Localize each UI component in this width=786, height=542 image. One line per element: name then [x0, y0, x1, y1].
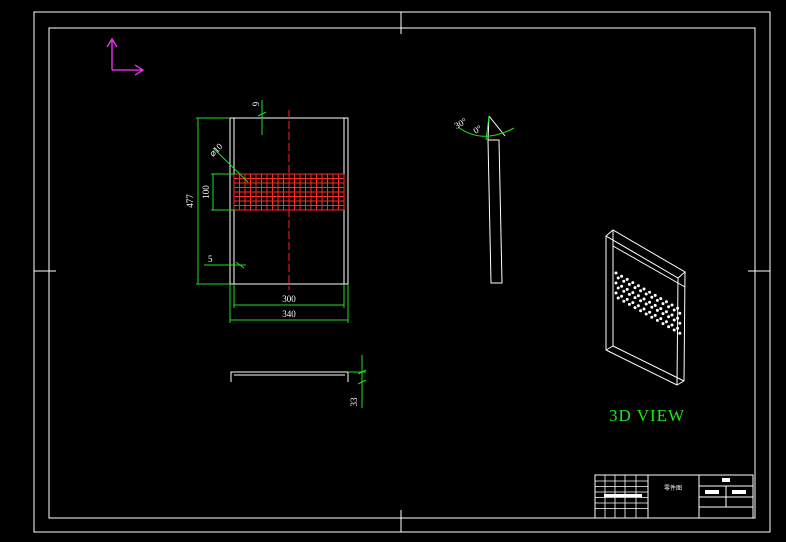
iso-view: 3D VIEW	[605, 229, 686, 425]
dim-angle-a: 30°	[453, 116, 469, 131]
title-block: 零件图	[594, 474, 754, 519]
view-title-3d: 3D VIEW	[609, 406, 685, 425]
center-marks	[34, 12, 770, 532]
dimension-lines	[196, 100, 349, 323]
side-view: 30° 0°	[453, 115, 515, 284]
top-view: 33	[230, 355, 367, 408]
front-view: 9 ⌀10 477 100 5 300 340	[185, 100, 349, 323]
dim-flange: 33	[349, 397, 359, 407]
iso-perforation	[614, 271, 682, 335]
dim-grid-height: 100	[201, 185, 211, 199]
dim-hole: ⌀10	[207, 141, 225, 159]
dim-outer-width: 340	[282, 309, 296, 319]
dim-angle-b: 0°	[471, 123, 483, 136]
dim-bottom-offset: 5	[208, 254, 213, 264]
ucs-icon	[106, 37, 145, 76]
dim-top-small: 9	[251, 101, 261, 106]
sheet-border	[33, 11, 771, 533]
dim-height-total: 477	[185, 194, 195, 208]
dim-inner-width: 300	[282, 294, 296, 304]
title-block-name: 零件图	[664, 484, 682, 492]
